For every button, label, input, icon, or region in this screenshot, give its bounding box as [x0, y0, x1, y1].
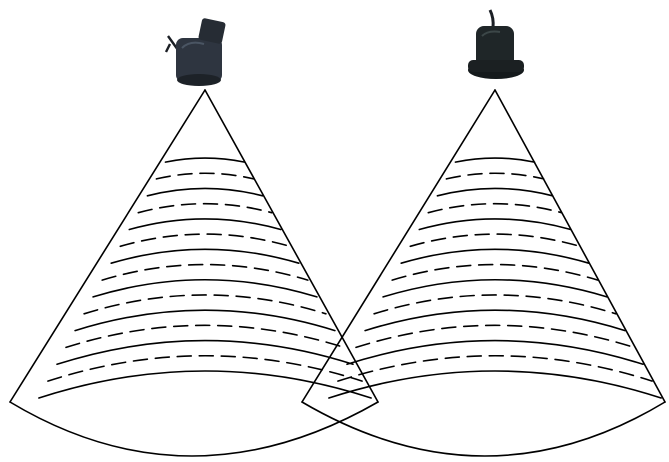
right-cone-edge-right	[495, 90, 665, 402]
right-wavefront-solid	[437, 188, 552, 195]
right-wavefront-dashed	[446, 173, 543, 179]
right-wavefront-dashed	[374, 295, 616, 314]
right-beam-cone	[302, 90, 665, 456]
right-wavefront-solid	[419, 219, 570, 230]
left-wavefront-dashed	[66, 325, 344, 347]
left-wavefront-dashed	[156, 173, 253, 179]
right-wavefront-solid	[347, 341, 643, 365]
left-wavefront-solid	[165, 158, 244, 162]
right-wavefront-dashed	[428, 204, 561, 213]
right-wavefront-solid	[365, 310, 625, 330]
left-wavefront-solid	[129, 219, 280, 230]
right-transducer-icon	[468, 10, 524, 79]
left-beam-wavefronts	[39, 158, 371, 398]
right-wavefront-solid	[401, 249, 589, 263]
left-wavefront-dashed	[48, 356, 362, 381]
left-cone-edge-left	[10, 90, 205, 402]
left-beam-cone	[10, 90, 378, 456]
left-transducer-icon	[166, 18, 226, 86]
left-wavefront-solid	[75, 310, 335, 330]
left-wavefront-dashed	[120, 234, 289, 246]
left-wavefront-dashed	[102, 265, 308, 281]
left-wavefront-dashed	[84, 295, 326, 314]
right-wavefront-dashed	[392, 265, 598, 281]
left-wavefront-solid	[57, 341, 353, 365]
left-wavefront-solid	[147, 188, 262, 195]
right-wavefront-dashed	[410, 234, 580, 246]
left-cone-edge-right	[205, 90, 378, 402]
left-wavefront-solid	[39, 371, 371, 398]
right-wavefront-solid	[455, 158, 534, 162]
right-wavefront-dashed	[338, 356, 652, 381]
right-wavefront-dashed	[356, 325, 634, 347]
left-wavefront-dashed	[138, 204, 271, 213]
right-cone-edge-left	[302, 90, 495, 402]
right-cone-bottom-arc	[302, 402, 665, 456]
right-wavefront-solid	[329, 371, 661, 398]
left-cone-bottom-arc	[10, 402, 378, 456]
left-wavefront-solid	[111, 249, 299, 263]
